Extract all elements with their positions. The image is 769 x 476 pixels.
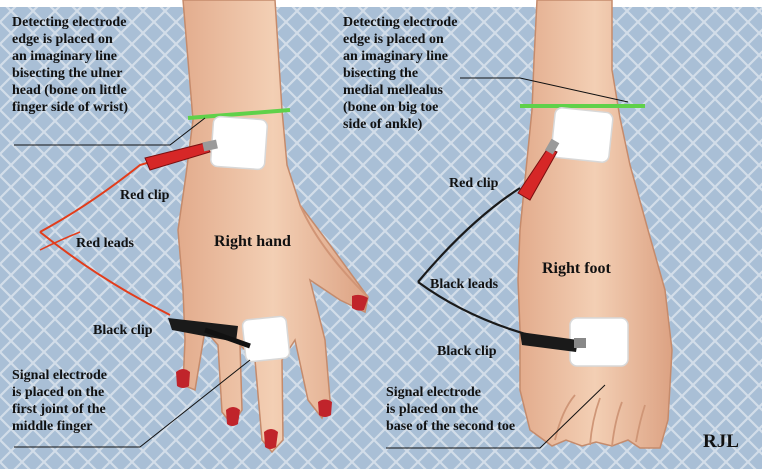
hand-detecting-electrode <box>210 116 267 170</box>
hand-signal-electrode-note: Signal electrode is placed on the first … <box>12 367 107 435</box>
foot-black-leads-label: Black leads <box>430 276 498 293</box>
fingernail <box>264 429 278 449</box>
foot-black-clip-label: Black clip <box>437 343 497 360</box>
fingernail <box>176 369 190 388</box>
foot-title: Right foot <box>542 260 611 277</box>
signature: RJL <box>703 433 739 450</box>
foot-detecting-electrode-note: Detecting electrode edge is placed on an… <box>343 14 457 133</box>
hand-red-leads-label: Red leads <box>76 235 134 252</box>
foot-detecting-electrode <box>551 107 614 163</box>
hand-red-clip-label: Red clip <box>120 187 169 204</box>
hand-signal-electrode <box>242 316 290 362</box>
foot-signal-electrode-note: Signal electrode is placed on the base o… <box>386 384 515 435</box>
hand-detecting-electrode-note: Detecting electrode edge is placed on an… <box>12 14 128 116</box>
foot-red-clip-label: Red clip <box>449 175 498 192</box>
hand-black-clip-label: Black clip <box>93 322 153 339</box>
hand-title: Right hand <box>214 233 291 250</box>
fingernail <box>226 407 240 426</box>
fingernail <box>318 400 332 418</box>
